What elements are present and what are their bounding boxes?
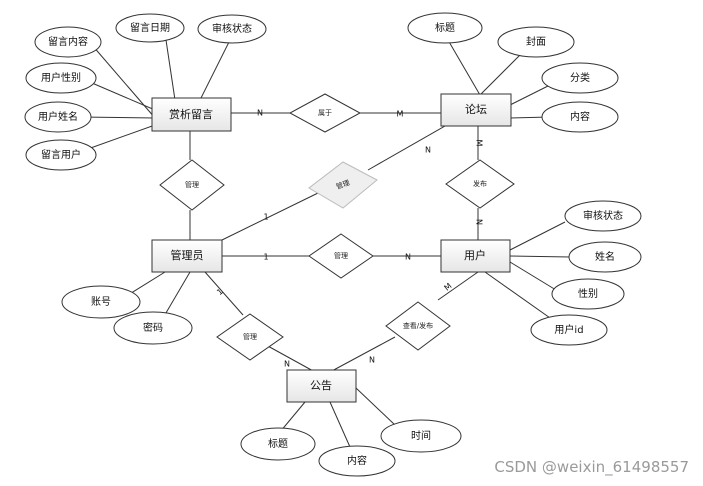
attr-admin-password-label: 密码	[143, 321, 163, 334]
attr-notice-time	[380, 419, 462, 453]
attr-msg-content	[34, 26, 102, 58]
card-user-admin: N	[405, 253, 411, 262]
attr-notice-content-label: 内容	[347, 454, 367, 467]
attr-admin-account	[61, 285, 141, 319]
attr-notice-title-label: 标题	[268, 438, 288, 450]
attr-forum-category	[541, 62, 619, 94]
attr-user-gender	[551, 278, 625, 310]
attr-forum-content	[541, 101, 619, 133]
card-admin-forum: 1	[263, 213, 268, 222]
card-user-view: M	[442, 281, 453, 292]
attr-user-id	[530, 314, 608, 346]
attr-msg-status	[197, 14, 267, 44]
attr-msg-content-label: 留言内容	[48, 35, 88, 48]
attr-admin-password	[113, 311, 193, 345]
entity-user	[440, 239, 511, 273]
entity-forum-label: 论坛	[465, 102, 487, 116]
attr-user-name	[568, 241, 642, 273]
card-notice-view: N	[369, 356, 375, 365]
attr-msg-date-label: 留言日期	[130, 21, 170, 34]
rel-belongs	[288, 93, 362, 133]
card-admin-user: 1	[263, 253, 268, 262]
attr-notice-title	[240, 427, 316, 461]
attr-user-id-label: 用户id	[554, 323, 583, 336]
entity-notice	[286, 369, 357, 403]
attr-user-gender-label: 性别	[578, 287, 598, 300]
attr-notice-content	[318, 445, 396, 477]
rel-view-publish-label: 查看/发布	[403, 321, 433, 330]
attr-user-status	[564, 200, 642, 232]
attr-notice-time-label: 时间	[411, 429, 431, 442]
attr-forum-title	[407, 12, 483, 44]
attr-forum-content-label: 内容	[570, 110, 590, 123]
entity-notice-label: 公告	[310, 379, 332, 392]
attr-msg-username	[24, 101, 92, 133]
entity-message-label: 赏析留言	[169, 107, 213, 121]
rel-manage-message-label: 管理	[185, 180, 199, 189]
attr-forum-cover-label: 封面	[526, 35, 546, 48]
attr-msg-username-label: 用户姓名	[38, 110, 78, 123]
attr-forum-cover	[497, 26, 575, 58]
entity-message	[151, 97, 232, 132]
attr-user-name-label: 姓名	[595, 250, 615, 263]
attr-msg-gender	[25, 62, 97, 94]
rel-publish	[445, 159, 515, 209]
rel-manage-user-label: 管理	[334, 251, 348, 260]
attr-msg-gender-label: 用户性别	[41, 71, 81, 84]
watermark: CSDN @weixin_61498557	[494, 458, 689, 476]
attr-msg-user-label: 留言用户	[41, 148, 81, 161]
attr-user-status-label: 审核状态	[583, 209, 623, 222]
entity-admin	[151, 239, 223, 273]
rel-manage-user	[308, 233, 374, 279]
attr-forum-category-label: 分类	[570, 71, 590, 84]
rel-manage-forum	[308, 161, 378, 209]
entity-forum	[440, 93, 512, 127]
entity-admin-label: 管理员	[171, 248, 204, 262]
rel-manage-notice-label: 管理	[243, 332, 257, 341]
attr-msg-date	[115, 13, 185, 43]
rel-manage-message	[159, 159, 225, 211]
attr-msg-status-label: 审核状态	[212, 22, 252, 35]
card-user-publish: N	[475, 219, 484, 225]
card-belongs-message: N	[257, 109, 263, 118]
rel-manage-notice	[216, 313, 284, 361]
card-admin-notice: 1	[215, 287, 225, 297]
rel-publish-label: 发布	[473, 179, 487, 188]
attr-admin-account-label: 账号	[91, 296, 111, 308]
card-forum-admin: N	[425, 146, 431, 155]
card-forum-publish: M	[475, 140, 484, 147]
entity-user-label: 用户	[464, 248, 486, 262]
attr-forum-title-label: 标题	[435, 22, 455, 34]
attr-msg-user	[25, 139, 97, 171]
card-belongs-forum: M	[397, 110, 404, 119]
rel-view-publish	[385, 301, 451, 351]
rel-belongs-label: 属于	[318, 109, 332, 117]
card-notice-admin: N	[284, 360, 290, 369]
